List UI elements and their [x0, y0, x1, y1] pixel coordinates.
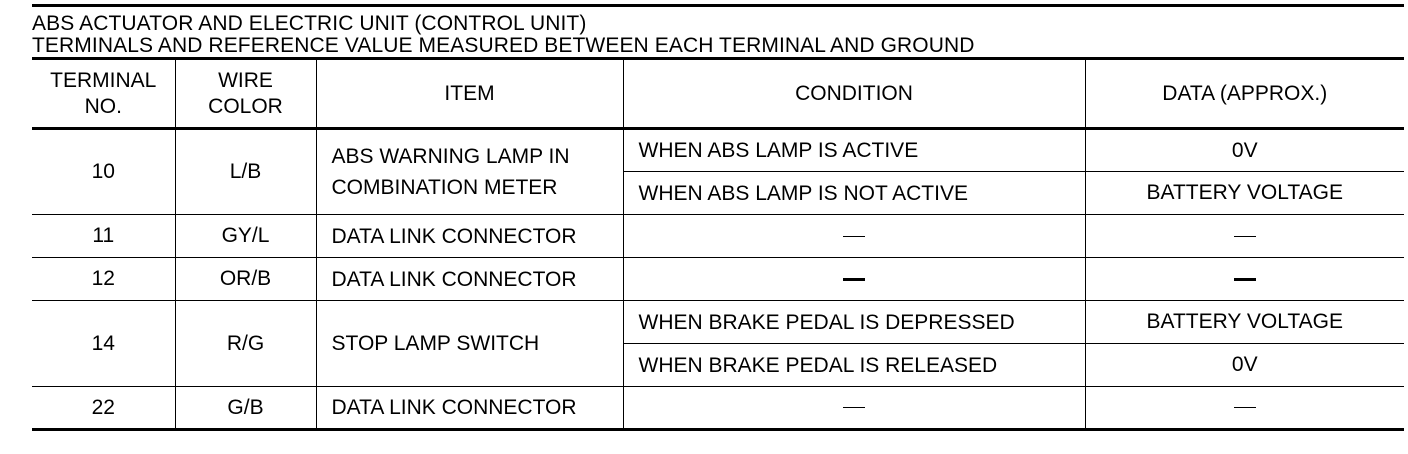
- cell-data: 0V: [1084, 128, 1404, 172]
- table-row: 10 L/B ABS WARNING LAMP IN COMBINATION M…: [32, 128, 1404, 215]
- document-title: ABS ACTUATOR AND ELECTRIC UNIT (CONTROL …: [32, 12, 587, 35]
- dash-mark: —: [843, 235, 865, 237]
- table-header-row: TERMINAL NO. WIRE COLOR ITEM CONDITION D…: [32, 57, 1404, 130]
- header-terminal-line2: NO.: [84, 94, 122, 118]
- cell-terminal: 11: [32, 214, 176, 258]
- header-wire-color: WIRE COLOR: [174, 57, 317, 130]
- cell-data: —: [1084, 214, 1404, 258]
- cell-condition: —: [622, 214, 1086, 258]
- cell-item: ABS WARNING LAMP IN COMBINATION METER: [315, 128, 624, 215]
- cell-condition: WHEN ABS LAMP IS ACTIVE: [622, 128, 1086, 172]
- document-sheet: ABS ACTUATOR AND ELECTRIC UNIT (CONTROL …: [32, 4, 1404, 431]
- cell-terminal: 10: [32, 128, 176, 215]
- cell-data: —: [1084, 386, 1404, 431]
- header-item: ITEM: [315, 57, 624, 130]
- document-subtitle: TERMINALS AND REFERENCE VALUE MEASURED B…: [32, 34, 975, 57]
- top-rule: [32, 4, 1404, 7]
- header-terminal-no: TERMINAL NO.: [32, 57, 176, 130]
- cell-condition: —: [622, 386, 1086, 431]
- cell-data: 0V: [1084, 343, 1404, 387]
- header-data: DATA (APPROX.): [1084, 57, 1404, 130]
- terminal-reference-table: TERMINAL NO. WIRE COLOR ITEM CONDITION D…: [32, 57, 1404, 431]
- header-condition: CONDITION: [622, 57, 1086, 130]
- cell-wire-color: G/B: [174, 386, 317, 431]
- header-wire-line2: COLOR: [208, 94, 283, 118]
- cell-terminal: 14: [32, 300, 176, 387]
- cell-terminal: 12: [32, 257, 176, 301]
- table-row: WHEN ABS LAMP IS NOT ACTIVE BATTERY VOLT…: [32, 171, 1404, 215]
- cell-wire-color: GY/L: [174, 214, 317, 258]
- table-row: 22 G/B DATA LINK CONNECTOR — —: [32, 386, 1404, 431]
- table-row: 11 GY/L DATA LINK CONNECTOR — —: [32, 214, 1404, 258]
- cell-terminal: 22: [32, 386, 176, 431]
- table-row: 14 R/G STOP LAMP SWITCH WHEN BRAKE PEDAL…: [32, 300, 1404, 387]
- cell-data: BATTERY VOLTAGE: [1084, 171, 1404, 215]
- cell-item: DATA LINK CONNECTOR: [315, 214, 624, 258]
- cell-item: DATA LINK CONNECTOR: [315, 386, 624, 431]
- cell-wire-color: L/B: [174, 128, 317, 215]
- cell-wire-color: R/G: [174, 300, 317, 387]
- table-row: WHEN BRAKE PEDAL IS RELEASED 0V: [32, 343, 1404, 387]
- header-wire-line1: WIRE: [218, 68, 273, 92]
- cell-item: STOP LAMP SWITCH: [315, 300, 624, 387]
- dash-mark: —: [1233, 407, 1256, 409]
- cell-condition: WHEN BRAKE PEDAL IS DEPRESSED: [622, 300, 1086, 344]
- dash-mark: —: [843, 407, 865, 409]
- cell-data: BATTERY VOLTAGE: [1084, 300, 1404, 344]
- dash-mark: —: [1233, 277, 1256, 281]
- cell-item: DATA LINK CONNECTOR: [315, 257, 624, 301]
- dash-mark: —: [1233, 235, 1256, 237]
- dash-mark: —: [843, 277, 865, 281]
- cell-data: —: [1084, 257, 1404, 301]
- cell-wire-color: OR/B: [174, 257, 317, 301]
- cell-condition: —: [622, 257, 1086, 301]
- cell-condition: WHEN BRAKE PEDAL IS RELEASED: [622, 343, 1086, 387]
- cell-condition: WHEN ABS LAMP IS NOT ACTIVE: [622, 171, 1086, 215]
- header-terminal-line1: TERMINAL: [50, 68, 157, 92]
- table-row: 12 OR/B DATA LINK CONNECTOR — —: [32, 257, 1404, 301]
